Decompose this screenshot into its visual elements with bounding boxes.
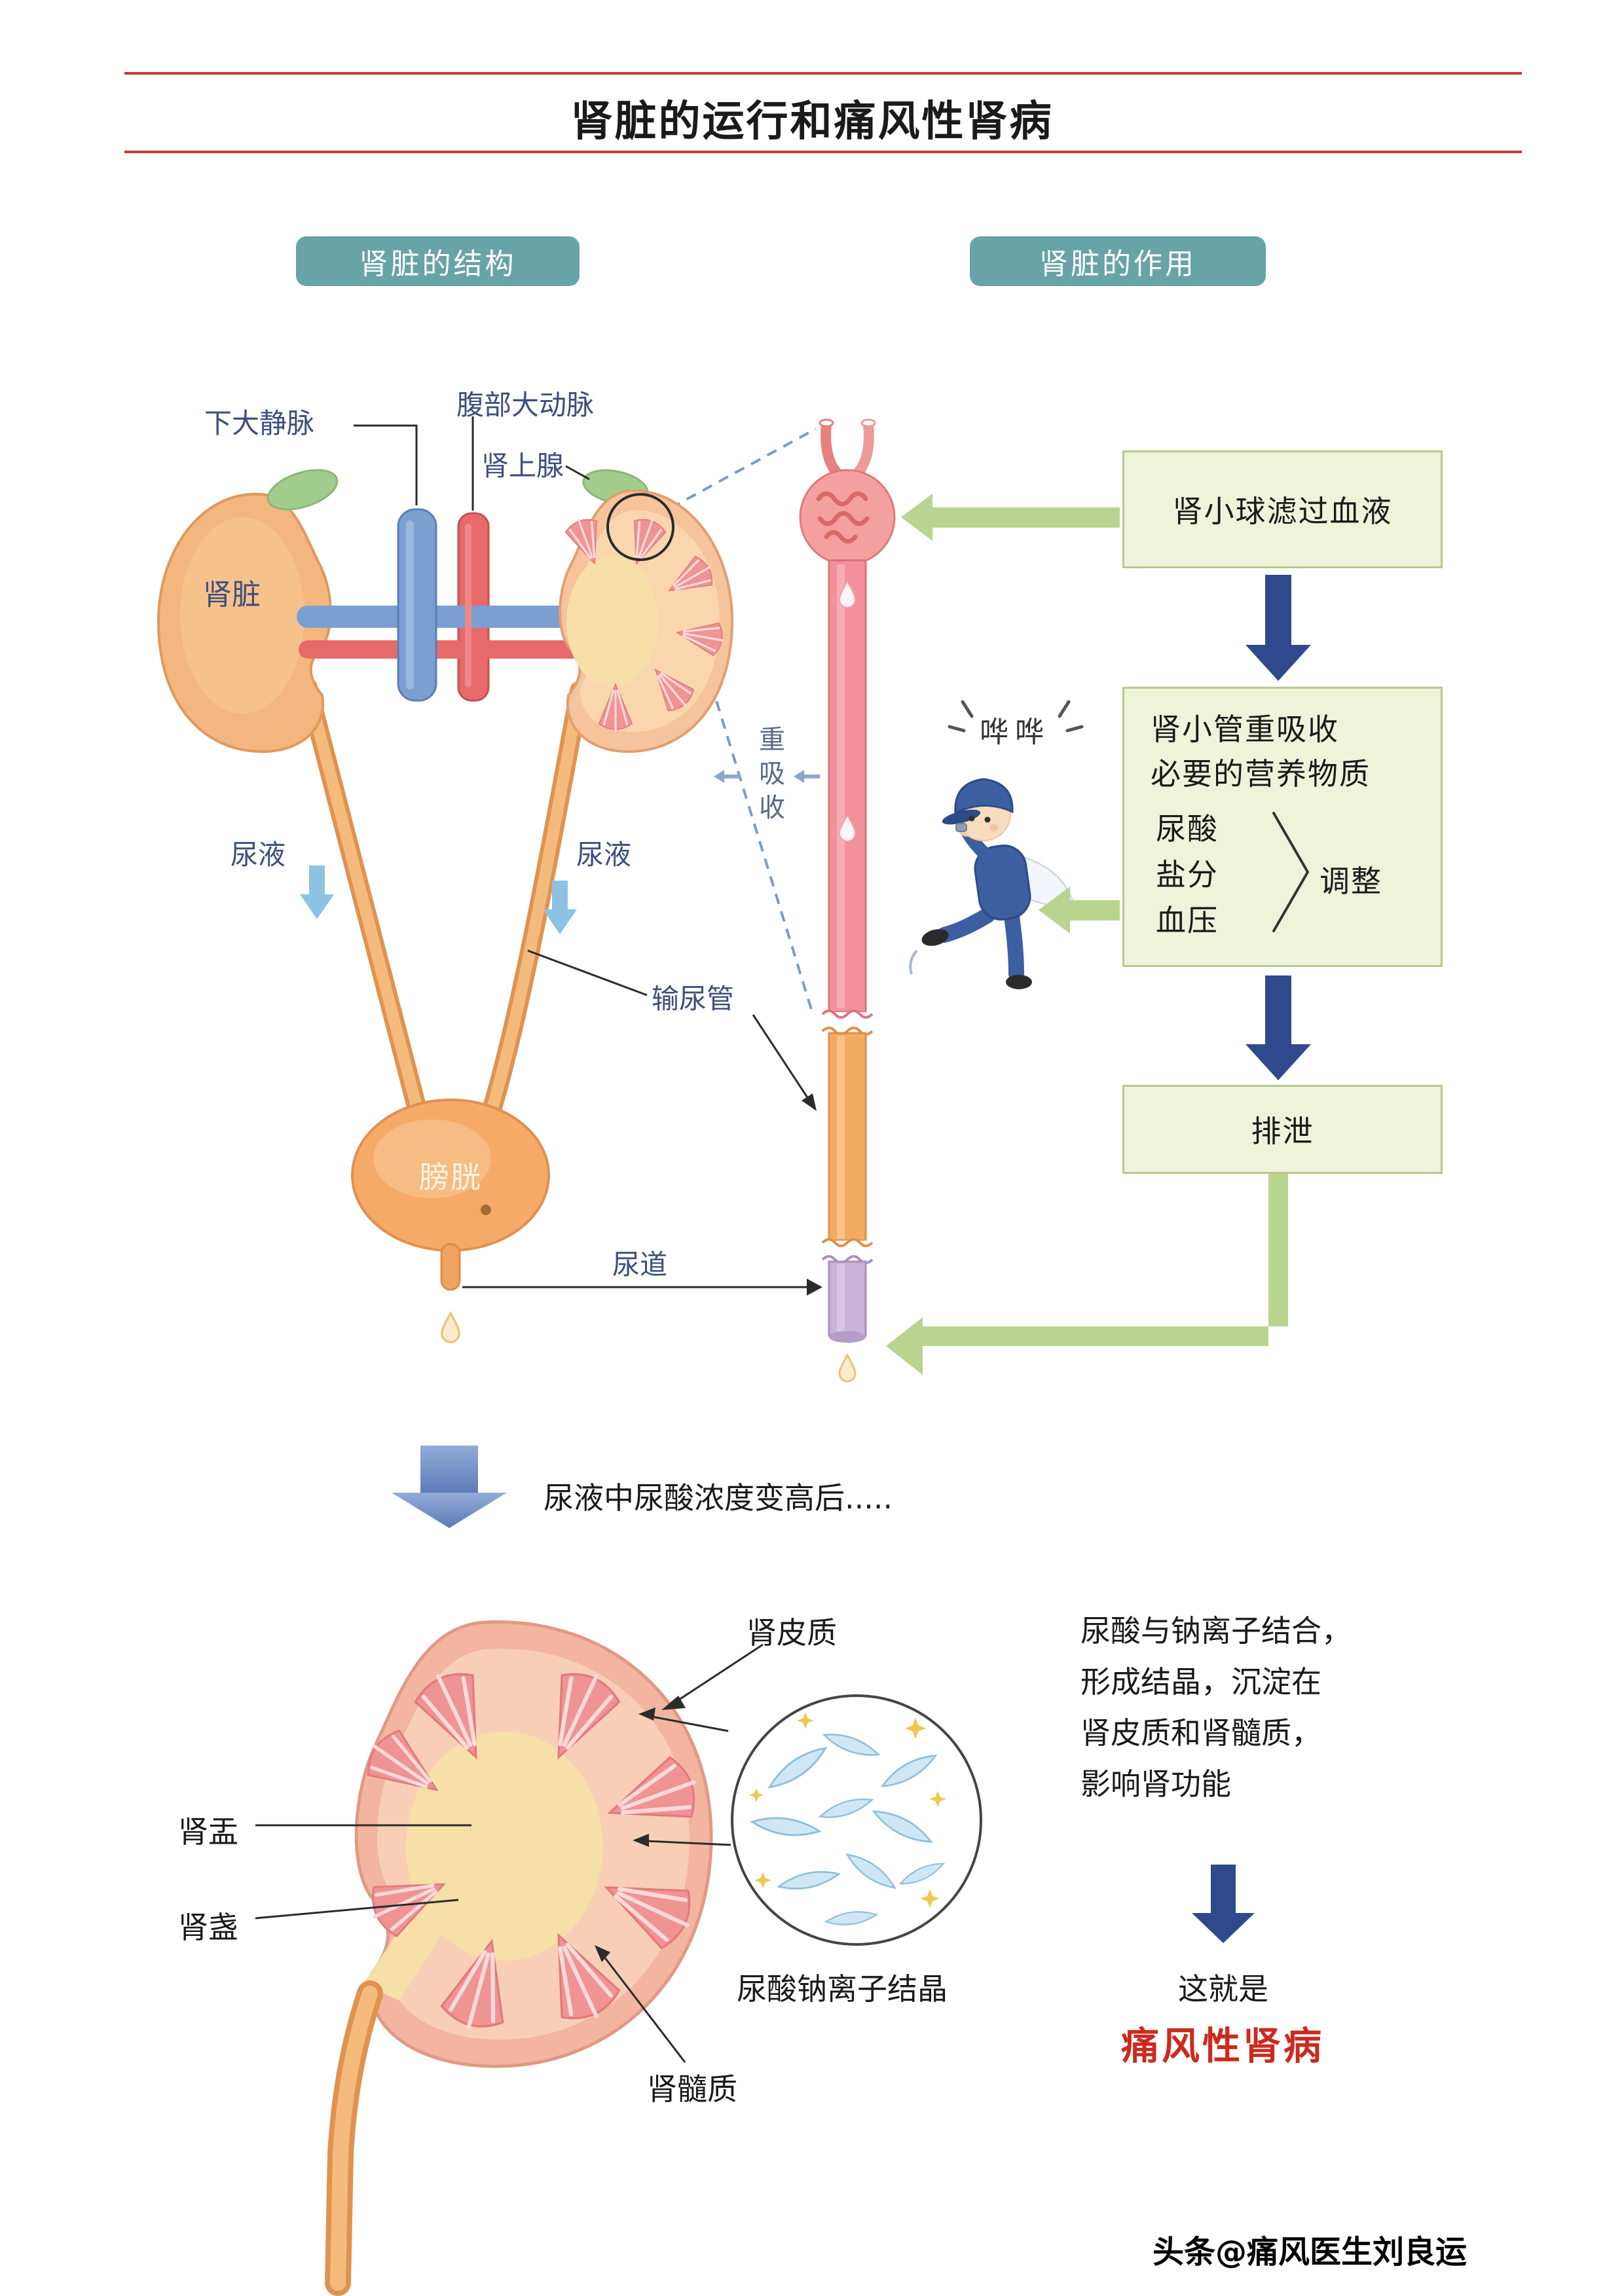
magnify-circle — [606, 493, 674, 561]
ureters-illustration — [298, 678, 589, 1126]
reabsorb-line1: 肾小管重吸收 — [1151, 712, 1339, 747]
reabsorb-item-uric-acid: 尿酸 — [1156, 811, 1219, 847]
label-aorta: 腹部大动脉 — [456, 389, 595, 421]
right-kidney-section-illustration — [559, 489, 734, 754]
label-urethra: 尿道 — [612, 1248, 668, 1281]
bottom-divider — [124, 151, 1522, 153]
connector-lines — [354, 416, 822, 1296]
green-flow-arrows — [886, 494, 1288, 1375]
description-line4: 影响肾功能 — [1080, 1766, 1231, 1802]
flow-box-reabsorb: 肾小管重吸收 必要的营养物质 尿酸 盐分 血压 调整 — [1122, 687, 1443, 967]
page-title: 肾脏的运行和痛风性肾病 — [570, 98, 1054, 146]
conclusion-lead: 这就是 — [1178, 1971, 1268, 2007]
description-line1: 尿酸与钠离子结合， — [1080, 1613, 1352, 1649]
label-crystal: 尿酸钠离子结晶 — [737, 1971, 948, 2007]
flow-box-excrete: 排泄 — [1122, 1085, 1443, 1174]
label-vena-cava: 下大静脉 — [204, 407, 315, 439]
description-block: 尿酸与钠离子结合， 形成结晶，沉淀在 肾皮质和肾髓质， 影响肾功能 — [1080, 1605, 1352, 1810]
crystal-circle-illustration — [731, 1694, 982, 1946]
section-pill-structure: 肾脏的结构 — [296, 236, 580, 286]
section-pill-function: 肾脏的作用 — [970, 236, 1266, 286]
label-renal-cortex: 肾皮质 — [747, 1615, 837, 1650]
label-bladder: 膀胱 — [419, 1159, 482, 1195]
brace-icon — [1272, 812, 1309, 932]
bottom-annotation-lines — [255, 1643, 764, 2063]
watermark-text: 头条@痛风医生刘良运 — [1153, 2234, 1467, 2270]
label-whistle-sound: 哗哗 — [980, 716, 1050, 749]
label-urine-right: 尿液 — [576, 839, 632, 871]
label-urine-left: 尿液 — [231, 839, 286, 871]
reabsorb-adjust: 调整 — [1320, 864, 1382, 899]
reabsorb-item-blood-pressure: 血压 — [1156, 903, 1219, 938]
navy-flow-arrows — [1192, 575, 1311, 1943]
reabsorption-arrows — [714, 770, 820, 783]
label-reabsorption: 重吸收 — [754, 725, 784, 828]
urine-arrows — [300, 866, 577, 1528]
large-kidney-section-illustration — [325, 1620, 713, 2296]
flow-box-filter: 肾小球滤过血液 — [1122, 450, 1443, 568]
description-line3: 肾皮质和肾髓质， — [1080, 1715, 1321, 1751]
lead-text: 尿液中尿酸浓度变高后..... — [544, 1480, 893, 1516]
label-renal-medulla: 肾髓质 — [647, 2071, 737, 2107]
whistle-emphasis-marks — [948, 700, 1084, 733]
description-line2: 形成结晶，沉淀在 — [1080, 1664, 1321, 1700]
left-kidney-illustration — [157, 492, 332, 754]
bladder-illustration — [351, 1099, 550, 1343]
top-divider — [124, 72, 1522, 75]
blood-vessels-illustration — [297, 508, 604, 702]
police-character-illustration — [909, 778, 1075, 989]
label-renal-calyx: 肾盏 — [178, 1910, 238, 1945]
reabsorb-line2: 必要的营养物质 — [1151, 756, 1371, 792]
disease-name: 痛风性肾病 — [1121, 2024, 1325, 2068]
label-ureter: 输尿管 — [652, 983, 735, 1015]
nephron-illustration — [799, 418, 896, 1383]
label-renal-pelvis: 肾盂 — [178, 1814, 238, 1850]
reabsorb-item-salt: 盐分 — [1156, 857, 1219, 892]
label-adrenal: 肾上腺 — [481, 450, 564, 482]
label-kidney: 肾脏 — [203, 578, 261, 611]
adrenal-glands-illustration — [267, 469, 649, 511]
